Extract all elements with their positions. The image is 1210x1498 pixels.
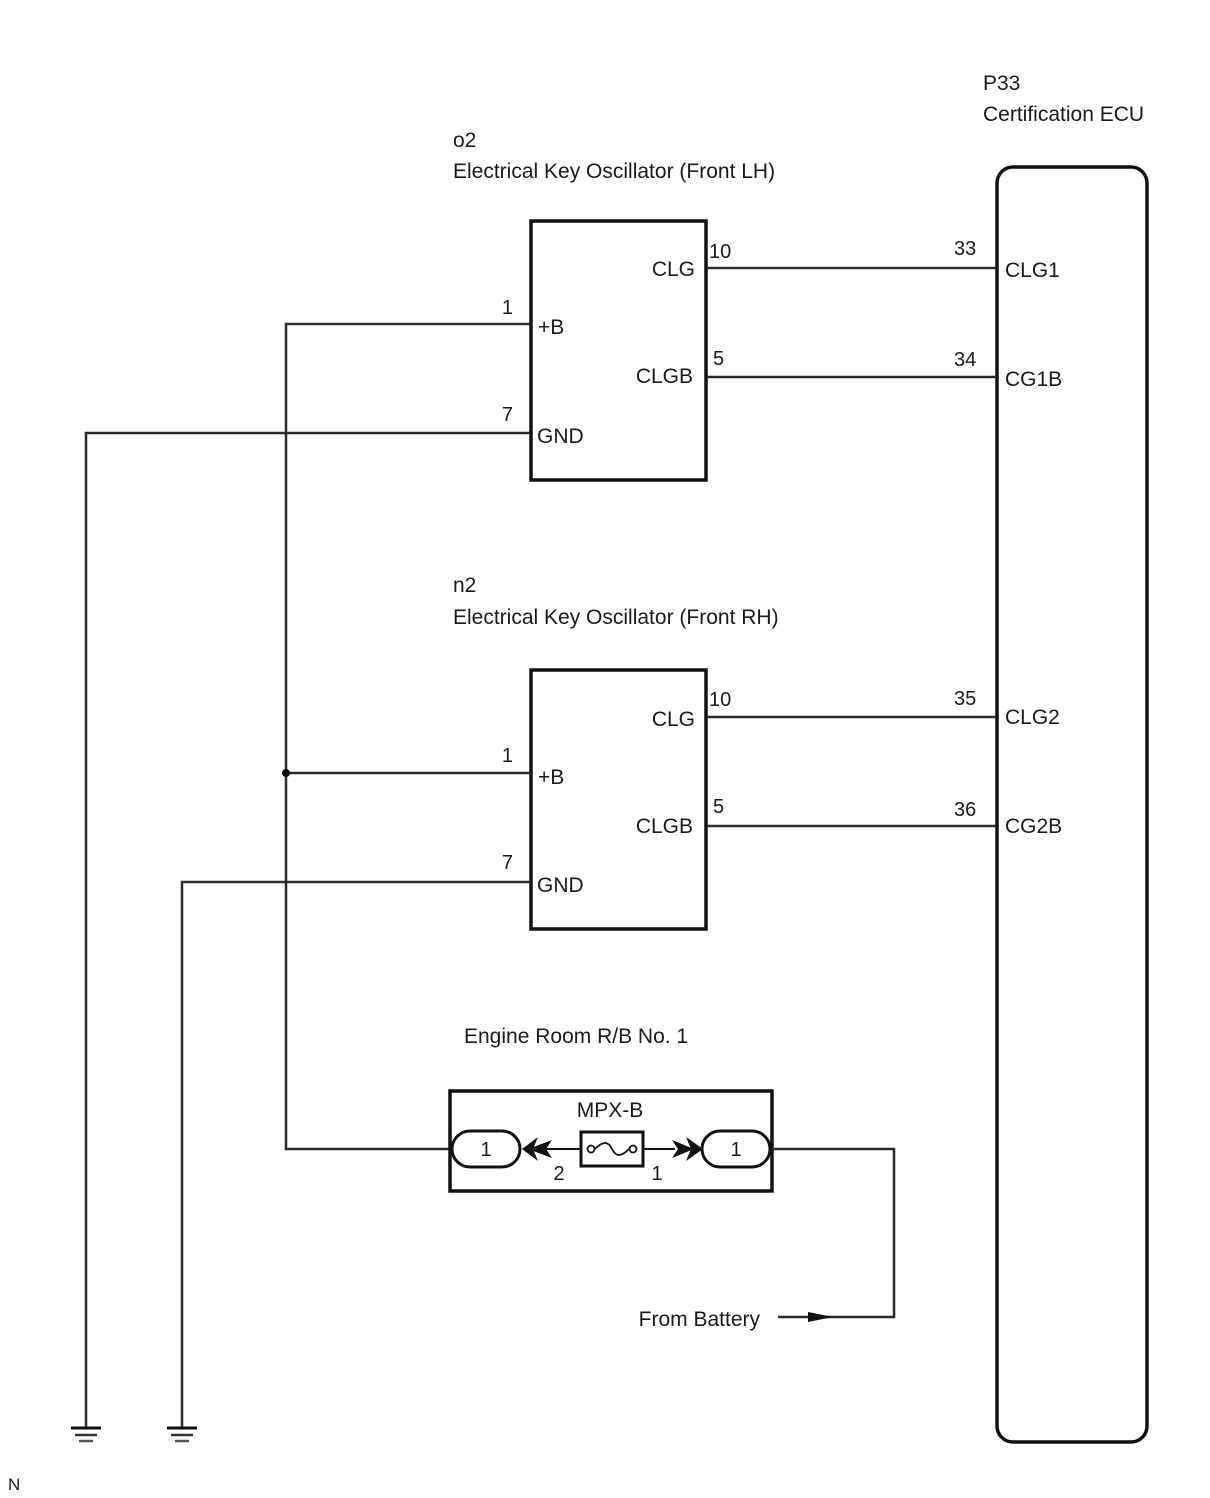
ecu-pin-name-cg2b: CG2B [1005, 815, 1062, 838]
oscillator-rh-pin-number-10: 10 [709, 689, 731, 711]
ecu-pin-number-36: 36 [954, 799, 976, 821]
terminal-left-number: 2 [553, 1163, 564, 1185]
ecu-pin-name-cg1b: CG1B [1005, 368, 1062, 391]
wire-ground-rh [180, 880, 530, 1428]
oscillator-lh-code: o2 [453, 129, 476, 152]
oscillator-lh-pin-gnd: GND [537, 425, 584, 448]
oscillator-rh-name: Electrical Key Oscillator (Front RH) [453, 606, 779, 629]
splice-point [282, 769, 290, 777]
oscillator-lh-pin-number-7: 7 [502, 404, 513, 426]
oscillator-lh-pin-b: +B [538, 316, 564, 339]
arrow-right-icon [808, 1312, 833, 1322]
oscillator-rh-pin-number-5: 5 [713, 796, 724, 818]
wire-ground-lh [84, 431, 530, 1428]
terminal-right-number: 1 [651, 1163, 662, 1185]
oscillator-lh-pin-number-10: 10 [709, 241, 731, 263]
relay-block-name: Engine Room R/B No. 1 [464, 1025, 688, 1048]
oscillator-rh-pin-b: +B [538, 766, 564, 789]
connector-left [450, 1129, 522, 1169]
wire-power-bus [284, 322, 530, 1151]
oscillator-rh-pin-number-1: 1 [502, 745, 513, 767]
ground-icon-rh [167, 1426, 197, 1443]
oscillator-lh-box [529, 219, 708, 482]
battery-label: From Battery [639, 1308, 761, 1331]
wire-battery [772, 1147, 896, 1319]
footer-mark: N [8, 1475, 20, 1494]
oscillator-lh-pin-number-1: 1 [502, 297, 513, 319]
ecu-pin-name-clg1: CLG1 [1005, 259, 1060, 282]
ecu-pin-number-33: 33 [954, 238, 976, 260]
oscillator-rh-pin-clg: CLG [652, 708, 695, 731]
oscillator-lh-pin-clgb: CLGB [636, 365, 693, 388]
ecu-pin-number-35: 35 [954, 688, 976, 710]
connector-right [700, 1129, 772, 1169]
terminal-arrow-right-icon [672, 1137, 703, 1161]
ecu-box [995, 165, 1149, 1444]
fuse-name: MPX-B [577, 1099, 644, 1122]
terminal-arrow-left-icon [522, 1137, 552, 1161]
oscillator-rh-code: n2 [453, 574, 476, 597]
oscillator-lh-pin-clg: CLG [652, 258, 695, 281]
ecu-name: Certification ECU [983, 103, 1144, 126]
ground-icon-lh [71, 1426, 101, 1443]
connector-right-label: 1 [730, 1139, 741, 1161]
oscillator-lh-pin-number-5: 5 [713, 348, 724, 370]
oscillator-rh-pin-number-7: 7 [502, 852, 513, 874]
oscillator-rh-pin-clgb: CLGB [636, 815, 693, 838]
ecu-code: P33 [983, 72, 1020, 95]
ecu-pin-name-clg2: CLG2 [1005, 706, 1060, 729]
fuse-icon [579, 1130, 645, 1168]
oscillator-rh-pin-gnd: GND [537, 874, 584, 897]
oscillator-rh-box [529, 668, 708, 931]
ecu-pin-number-34: 34 [954, 349, 976, 371]
oscillator-lh-name: Electrical Key Oscillator (Front LH) [453, 160, 775, 183]
connector-left-label: 1 [480, 1139, 491, 1161]
